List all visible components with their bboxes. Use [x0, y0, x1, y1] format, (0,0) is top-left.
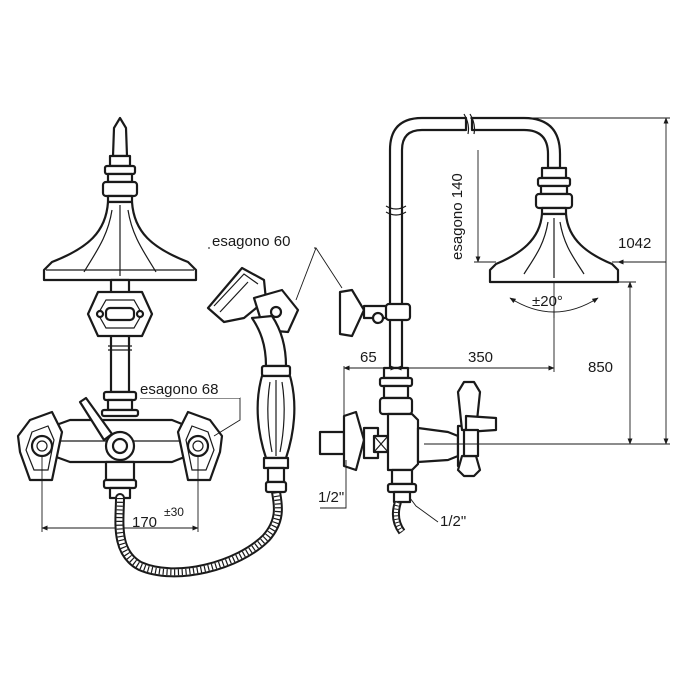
label-dim-1042: 1042 — [618, 235, 651, 252]
mixer-body-side — [318, 380, 498, 535]
riser-fittings — [100, 390, 140, 418]
shower-hose — [114, 487, 283, 578]
labels: esagono 60 esagono 68 170 ±30 esagono 14… — [132, 173, 651, 531]
riser-fittings-side — [378, 366, 414, 416]
front-view — [16, 116, 241, 532]
label-thread-right: 1/2" — [440, 513, 466, 530]
label-thread-left: 1/2" — [318, 489, 344, 506]
label-dim-170-tolerance: ±30 — [164, 505, 184, 519]
finial — [101, 116, 139, 204]
label-dim-170: 170 — [132, 514, 157, 531]
label-dim-65: 65 — [360, 349, 377, 366]
hand-shower — [206, 247, 343, 494]
dimensions-side — [320, 117, 670, 523]
label-dim-350: 350 — [468, 349, 493, 366]
shower-head-side — [488, 166, 620, 284]
label-hex-60: esagono 60 — [212, 233, 290, 250]
shower-head-front — [42, 200, 198, 282]
label-hex-140: esagono 140 — [449, 173, 466, 260]
wall-bracket-front — [86, 290, 154, 338]
side-view — [318, 113, 670, 535]
label-dim-850: 850 — [588, 359, 613, 376]
handle-right — [176, 410, 224, 482]
label-hex-68: esagono 68 — [140, 381, 218, 398]
wall-bracket-side — [338, 288, 412, 338]
handle-left — [16, 410, 64, 482]
label-angle: ±20° — [532, 293, 563, 310]
